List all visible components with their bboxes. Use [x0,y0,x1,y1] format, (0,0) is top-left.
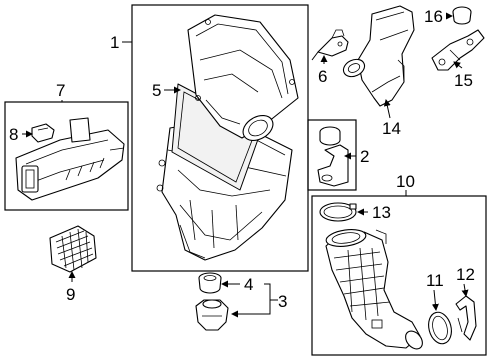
duct-clip [31,123,55,143]
leader-14 [383,99,391,119]
housing-mount [195,299,229,331]
group-frame-outlet-duct-10 [311,195,487,356]
hose-clamp-11 [428,311,452,345]
callout-12: 12 [456,265,475,284]
leader-lines [22,12,469,318]
callout-11: 11 [426,271,444,290]
callout-10: 10 [396,172,415,191]
callout-4: 4 [244,275,253,294]
hose-clamp-13 [319,202,357,222]
callout-9: 9 [66,285,75,304]
callout-6: 6 [318,67,327,86]
callout-1: 1 [110,33,119,52]
callout-14: 14 [382,119,401,138]
callout-13: 13 [372,203,391,222]
grommet [198,272,222,294]
resonator-duct [342,5,415,107]
airflow-sensor [311,29,349,61]
callout-3: 3 [278,292,287,311]
spring-clip [455,295,477,341]
mounting-bracket [317,126,349,187]
outlet-duct [325,229,423,350]
group-frame-duct-7 [4,101,129,211]
leader-3 [231,283,271,318]
callout-8: 8 [9,125,18,144]
callout-16: 16 [424,7,443,26]
air-cleaner-cover [187,14,299,141]
inlet-duct [15,117,125,201]
callout-7: 7 [56,81,65,100]
callout-labels: 1 2 3 4 5 6 7 8 9 10 11 12 13 14 15 16 [9,7,475,311]
callout-2: 2 [360,147,369,166]
leader-12 [461,283,469,297]
support-bracket [431,29,485,71]
intake-grille [49,225,97,273]
callout-5: 5 [152,81,161,100]
cap [452,6,472,25]
callout-15: 15 [454,71,473,90]
leader-11 [431,289,439,311]
group-frame-bracket-2 [307,119,357,191]
leader-15 [453,61,463,69]
